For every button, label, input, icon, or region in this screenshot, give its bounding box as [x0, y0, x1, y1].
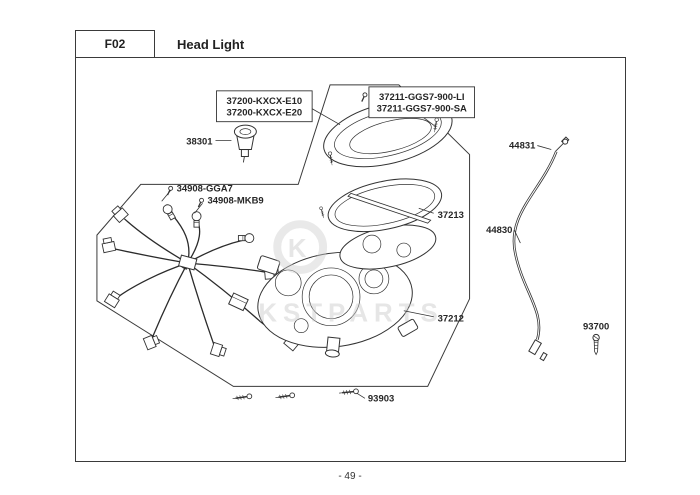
trip-knob: [324, 336, 341, 358]
part-label-37212: 37212: [438, 314, 464, 325]
section-code: F02: [104, 37, 126, 51]
meter-case: [256, 251, 419, 358]
leader-lines: [161, 108, 552, 399]
part-label-93700: 93700: [583, 322, 609, 333]
label-37211-box: 37211-GGS7-900-LI 37211-GGS7-900-SA: [368, 86, 475, 119]
part-label-34908-gga7: 34908-GGA7: [177, 183, 233, 194]
harness-connector: [100, 236, 117, 254]
part-label-44831: 44831: [509, 141, 535, 152]
wire-harness: [100, 202, 303, 359]
harness-connector: [142, 333, 161, 351]
watermark-monogram: K: [288, 235, 313, 263]
page-number: - 49 -: [338, 471, 362, 482]
harness-coupler: [227, 292, 249, 312]
page-title: Head Light: [177, 36, 245, 52]
screw-93700: [592, 333, 600, 356]
meter-bulb: [161, 202, 178, 222]
harness-tape: [177, 254, 198, 271]
part-label-37211-sa: 37211-GGS7-900-SA: [377, 104, 467, 115]
harness-connector: [209, 342, 228, 359]
part-label-37200-e10: 37200-KXCX-E10: [227, 96, 303, 107]
part-label-38301: 38301: [186, 137, 212, 148]
part-label-34908-mkb9: 34908-MKB9: [208, 195, 264, 206]
label-bullet-screw: [359, 91, 369, 104]
cable-tip: [539, 351, 548, 362]
section-code-box: F02: [75, 30, 155, 58]
label-37200-box: 37200-KXCX-E10 37200-KXCX-E20: [216, 90, 313, 123]
part-label-37213: 37213: [438, 210, 464, 221]
cable-end-fitting: [528, 339, 543, 356]
meter-needle: [347, 192, 432, 224]
speedometer-cable: [512, 136, 570, 362]
part-label-44830: 44830: [486, 225, 512, 236]
switch-38301: [233, 124, 257, 163]
watermark: K KSTPARTS: [258, 220, 443, 328]
meter-bulb: [191, 211, 202, 228]
part-label-37211-li: 37211-GGS7-900-LI: [379, 92, 465, 103]
part-label-93903: 93903: [368, 393, 394, 404]
meter-gasket: [327, 178, 443, 233]
watermark-text: KSTPARTS: [258, 300, 443, 328]
diagram-frame: K KSTPARTS 3: [75, 57, 626, 462]
screws-93903: [231, 387, 360, 402]
page-header: F02 Head Light: [75, 30, 244, 58]
lens-screw: [318, 206, 326, 219]
exploded-parts-diagram: K KSTPARTS 3: [96, 84, 609, 404]
part-label-37200-e20: 37200-KXCX-E20: [227, 108, 303, 119]
harness-connector: [103, 289, 123, 309]
